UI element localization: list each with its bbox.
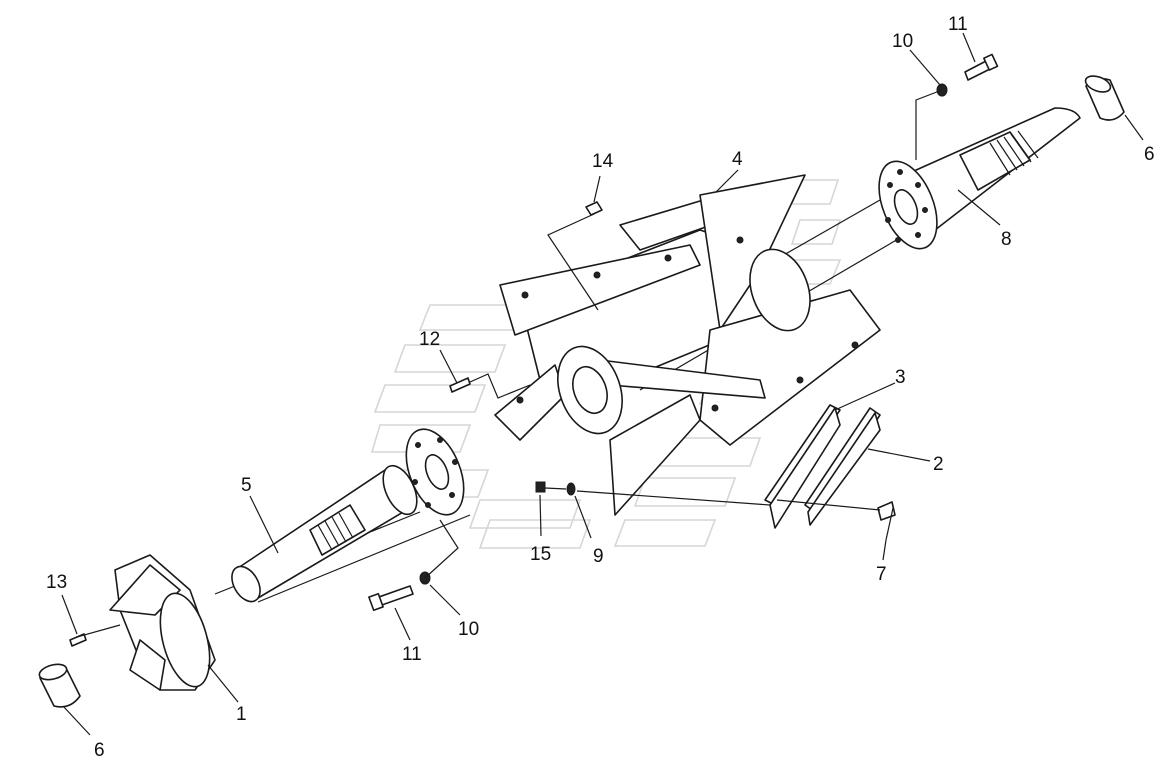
callout-5: 5 (241, 475, 252, 496)
callout-14: 14 (592, 151, 614, 172)
callout-8: 8 (1001, 229, 1012, 250)
callout-12: 12 (419, 329, 440, 350)
callout-10-lower: 10 (458, 619, 479, 640)
callout-3: 3 (895, 367, 906, 388)
callout-1: 1 (236, 704, 247, 725)
callout-6-left: 6 (94, 740, 105, 761)
callout-13: 13 (46, 572, 67, 593)
callout-4: 4 (732, 149, 743, 170)
flange-left (405, 428, 465, 516)
bushing-left (38, 663, 81, 708)
plate-3 (764, 404, 841, 529)
plate-2 (804, 407, 881, 526)
callout-11-lower: 11 (402, 644, 422, 665)
fan (109, 554, 216, 691)
bolt-lower (368, 571, 431, 612)
callout-6-right: 6 (1144, 144, 1155, 165)
callout-2: 2 (933, 454, 944, 475)
shaft-right (904, 107, 1081, 231)
bolt-12 (449, 377, 471, 393)
callout-15: 15 (530, 544, 551, 565)
nut-14 (585, 201, 603, 216)
callout-10-upper: 10 (892, 31, 913, 52)
callout-11-upper: 11 (948, 14, 968, 35)
screw-13 (69, 633, 87, 647)
rivet-7 (877, 501, 896, 541)
nut-15 (535, 481, 576, 496)
callout-9: 9 (593, 546, 604, 567)
flange-right (878, 160, 938, 250)
rotor-body (494, 174, 881, 516)
shaft-left (231, 464, 418, 603)
callout-7: 7 (876, 564, 887, 585)
leader-lines (61, 32, 1144, 736)
bolt-upper (936, 53, 999, 97)
callout-labels: 1 2 3 4 5 6 6 7 8 9 10 10 11 11 12 13 14… (46, 14, 1155, 761)
bushing-right (1084, 75, 1125, 121)
